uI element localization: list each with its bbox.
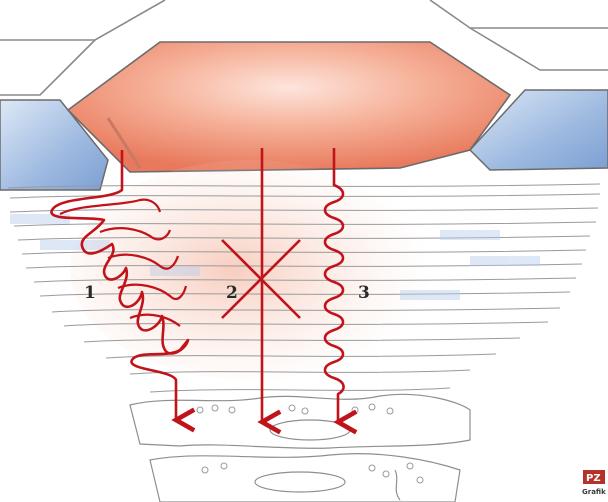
granular-layer — [130, 394, 470, 502]
route-3-label: 3 — [358, 283, 370, 303]
route-2-label: 2 — [226, 283, 238, 303]
pz-grafik-logo: PZ Grafik — [582, 470, 606, 496]
route-1-label: 1 — [84, 283, 96, 303]
corneocyte-cell — [68, 42, 510, 172]
stratum-corneum-layers — [8, 160, 600, 392]
logo-caption: Grafik — [582, 488, 606, 496]
logo-mark: PZ — [586, 473, 601, 484]
